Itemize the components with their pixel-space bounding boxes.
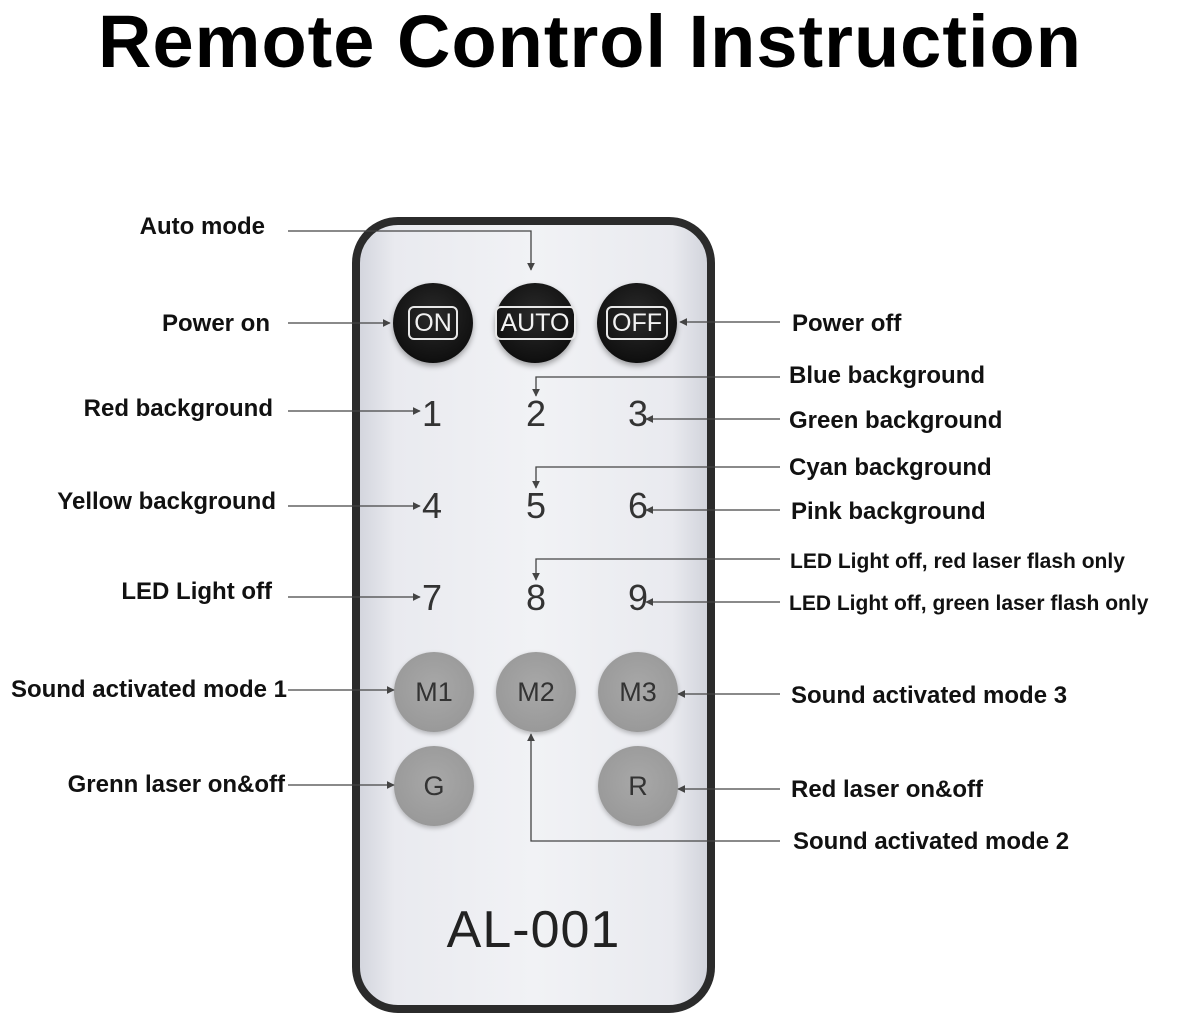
label-red-background: Red background — [83, 395, 273, 422]
label-sound-mode-3: Sound activated mode 3 — [791, 682, 1068, 709]
page-title: Remote Control Instruction — [98, 0, 1082, 83]
key-7[interactable]: 7 — [421, 577, 443, 618]
on-button[interactable]: ON — [393, 283, 473, 363]
auto-button[interactable]: AUTO — [494, 283, 576, 363]
label-cyan-background: Cyan background — [789, 454, 992, 481]
key-5[interactable]: 5 — [525, 485, 547, 526]
off-button[interactable]: OFF — [597, 283, 677, 363]
green-laser-button[interactable]: G — [394, 746, 474, 826]
label-auto-mode: Auto mode — [139, 213, 265, 240]
m3-button[interactable]: M3 — [598, 652, 678, 732]
key-2[interactable]: 2 — [525, 393, 547, 434]
model-number: AL-001 — [446, 901, 621, 959]
key-9[interactable]: 9 — [627, 577, 649, 618]
label-sound-mode-2: Sound activated mode 2 — [793, 828, 1070, 855]
label-pink-background: Pink background — [791, 498, 986, 525]
label-red-laser: Red laser on&off — [791, 776, 984, 803]
label-power-on: Power on — [161, 310, 270, 337]
label-green-background: Green background — [789, 407, 1003, 434]
label-yellow-background: Yellow background — [57, 488, 276, 515]
label-led-light-off: LED Light off — [121, 578, 272, 605]
label-led-green-laser: LED Light off, green laser flash only — [789, 592, 1149, 615]
label-power-off: Power off — [792, 310, 902, 337]
key-3[interactable]: 3 — [627, 393, 649, 434]
m1-button[interactable]: M1 — [394, 652, 474, 732]
label-led-red-laser: LED Light off, red laser flash only — [790, 550, 1125, 573]
label-sound-mode-1: Sound activated mode 1 — [10, 676, 287, 703]
label-green-laser: Grenn laser on&off — [67, 771, 285, 798]
key-6[interactable]: 6 — [627, 485, 649, 526]
m2-button[interactable]: M2 — [496, 652, 576, 732]
key-1[interactable]: 1 — [421, 393, 443, 434]
red-laser-button[interactable]: R — [598, 746, 678, 826]
key-8[interactable]: 8 — [525, 577, 547, 618]
label-blue-background: Blue background — [789, 362, 986, 389]
key-4[interactable]: 4 — [421, 485, 443, 526]
